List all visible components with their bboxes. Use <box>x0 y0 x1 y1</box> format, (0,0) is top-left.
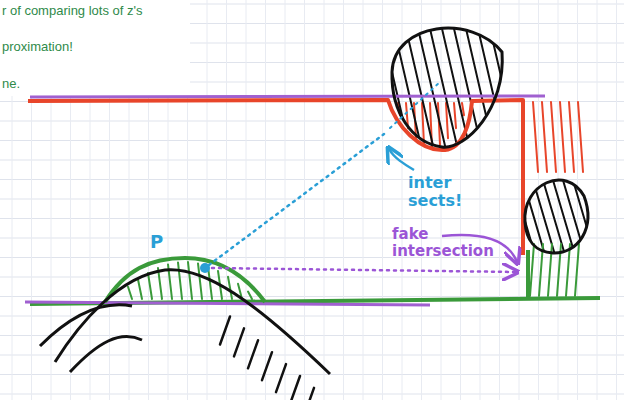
note-text: ne. <box>2 77 62 92</box>
sketch-stroke <box>575 244 579 296</box>
sketch-stroke <box>0 277 624 278</box>
ray-dotted <box>212 268 516 272</box>
sketch-stroke <box>0 218 624 219</box>
point-p <box>200 263 210 273</box>
sketch-stroke <box>234 328 244 356</box>
sketch-stroke <box>148 273 152 299</box>
callout-label: fake intersection <box>392 226 504 261</box>
sketch-stroke <box>551 102 556 172</box>
green-hump <box>105 258 265 302</box>
sketch-stroke <box>580 170 605 255</box>
sketch-stroke <box>476 20 506 150</box>
callout-label: inter sects! <box>408 174 470 211</box>
sketch-stroke <box>0 316 624 317</box>
sketch-stroke <box>569 102 574 172</box>
sketch-stroke <box>500 20 530 150</box>
slide-ground <box>0 0 190 96</box>
black-object <box>55 270 330 374</box>
sketch-stroke <box>248 292 252 299</box>
sketch-stroke <box>530 244 534 296</box>
sketch-stroke <box>228 277 232 299</box>
sketch-stroke <box>499 0 500 400</box>
sketch-stroke <box>578 102 583 172</box>
sketch-stroke <box>519 0 520 400</box>
note-text: proximation! <box>2 40 152 55</box>
red-surface <box>28 100 523 255</box>
callout-arrow <box>389 149 414 170</box>
purple-line <box>25 302 430 305</box>
ray-dotted <box>209 134 384 265</box>
sketch-stroke <box>0 257 624 258</box>
sketch-stroke <box>304 388 314 400</box>
sketch-stroke <box>343 0 344 400</box>
sketch-stroke <box>188 262 192 299</box>
sketch-stroke <box>128 287 132 299</box>
sketch-stroke <box>616 0 617 400</box>
sketch-stroke <box>265 0 266 400</box>
note-text: r of comparing lots of z's <box>2 4 182 19</box>
black-stroke <box>40 305 132 346</box>
sketch-stroke <box>428 20 458 150</box>
sketch-stroke <box>560 102 565 172</box>
sketch-stroke <box>488 20 518 150</box>
sketch-stroke <box>178 262 182 299</box>
sketch-stroke <box>324 0 325 400</box>
sketch-stroke <box>248 340 258 368</box>
point-label: P <box>150 232 180 253</box>
sketch-stroke <box>0 121 624 122</box>
sketch-stroke <box>0 140 624 141</box>
sketch-stroke <box>382 0 383 400</box>
sketch-stroke <box>290 376 300 400</box>
sketch-stroke <box>262 352 272 380</box>
sketch-stroke <box>454 103 456 128</box>
sketch-stroke <box>207 0 208 400</box>
sketch-stroke <box>512 20 542 150</box>
green-surface <box>526 250 530 300</box>
sketch-stroke <box>597 0 598 400</box>
hatching <box>128 20 615 400</box>
sketch-stroke <box>0 160 624 161</box>
sketch-stroke <box>304 0 305 400</box>
sketch-stroke <box>530 170 555 255</box>
black-stroke <box>70 337 142 372</box>
sketch-stroke <box>138 279 142 299</box>
sketch-stroke <box>542 102 547 172</box>
sketch-stroke <box>480 0 481 400</box>
sketch-stroke <box>590 170 615 255</box>
sketch-stroke <box>246 0 247 400</box>
black-object <box>525 180 588 253</box>
purple-line <box>30 96 545 97</box>
sketch-stroke <box>363 0 364 400</box>
sketch-stroke <box>226 0 227 400</box>
sketch-stroke <box>0 374 624 375</box>
ray-dotted <box>390 82 440 128</box>
sketch-stroke <box>158 268 162 299</box>
sketch-stroke <box>0 179 624 180</box>
black-object <box>392 28 502 147</box>
sketch-stroke <box>0 335 624 336</box>
sketch-stroke <box>416 20 446 150</box>
sketch-stroke <box>276 364 286 392</box>
sketch-stroke <box>533 102 538 172</box>
sketch-stroke <box>220 317 230 345</box>
sketch-stroke <box>285 0 286 400</box>
